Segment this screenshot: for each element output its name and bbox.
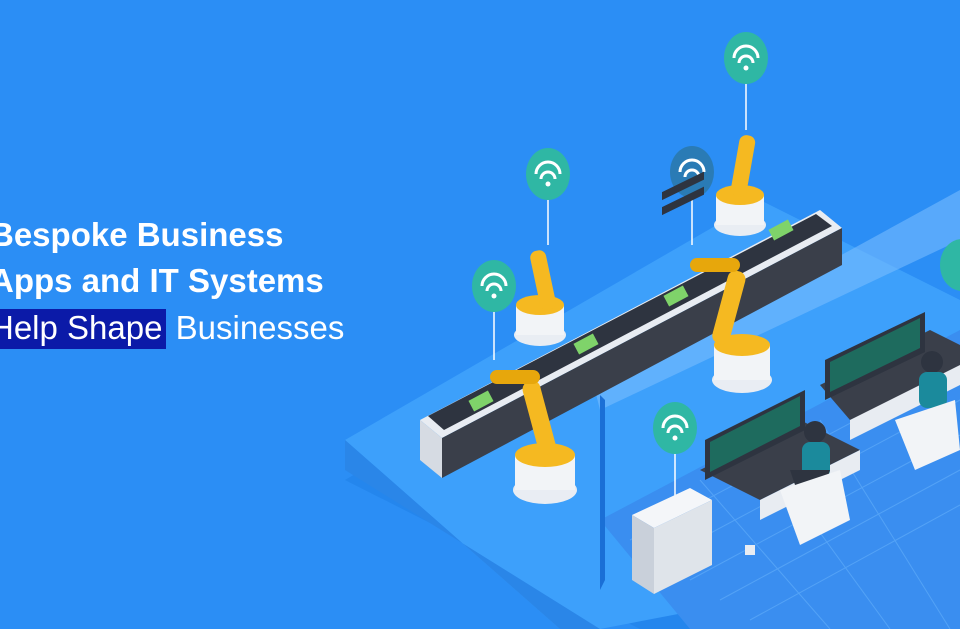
robotic-arm-icon [514,250,566,346]
headline-highlight: Help Shape [0,309,167,349]
wifi-signal-icon [940,239,960,291]
wifi-signal-icon [472,260,516,360]
headline-line-2: Apps and IT Systems [0,262,324,299]
headline-line-1: Bespoke Business [0,216,284,253]
headline: Bespoke Business Apps and IT Systems Hel… [0,212,344,351]
server-rack-icon [632,171,712,594]
wifi-signal-icon [653,402,697,500]
glass-wall-panel [600,395,605,590]
glass-wall [595,190,960,410]
operator-icon [895,351,960,470]
robotic-arm-icon [714,135,766,236]
monitor-icon [825,312,925,400]
wifi-signal-icon [526,148,570,245]
headline-line-3: Help Shape Businesses [0,305,344,351]
robotic-arm-icon [490,370,577,504]
wifi-signal-icon [724,32,768,130]
operator-icon [780,421,850,545]
robotic-arm-icon [690,258,772,393]
monitor-icon [705,390,805,480]
headline-line-3-rest: Businesses [166,309,345,346]
